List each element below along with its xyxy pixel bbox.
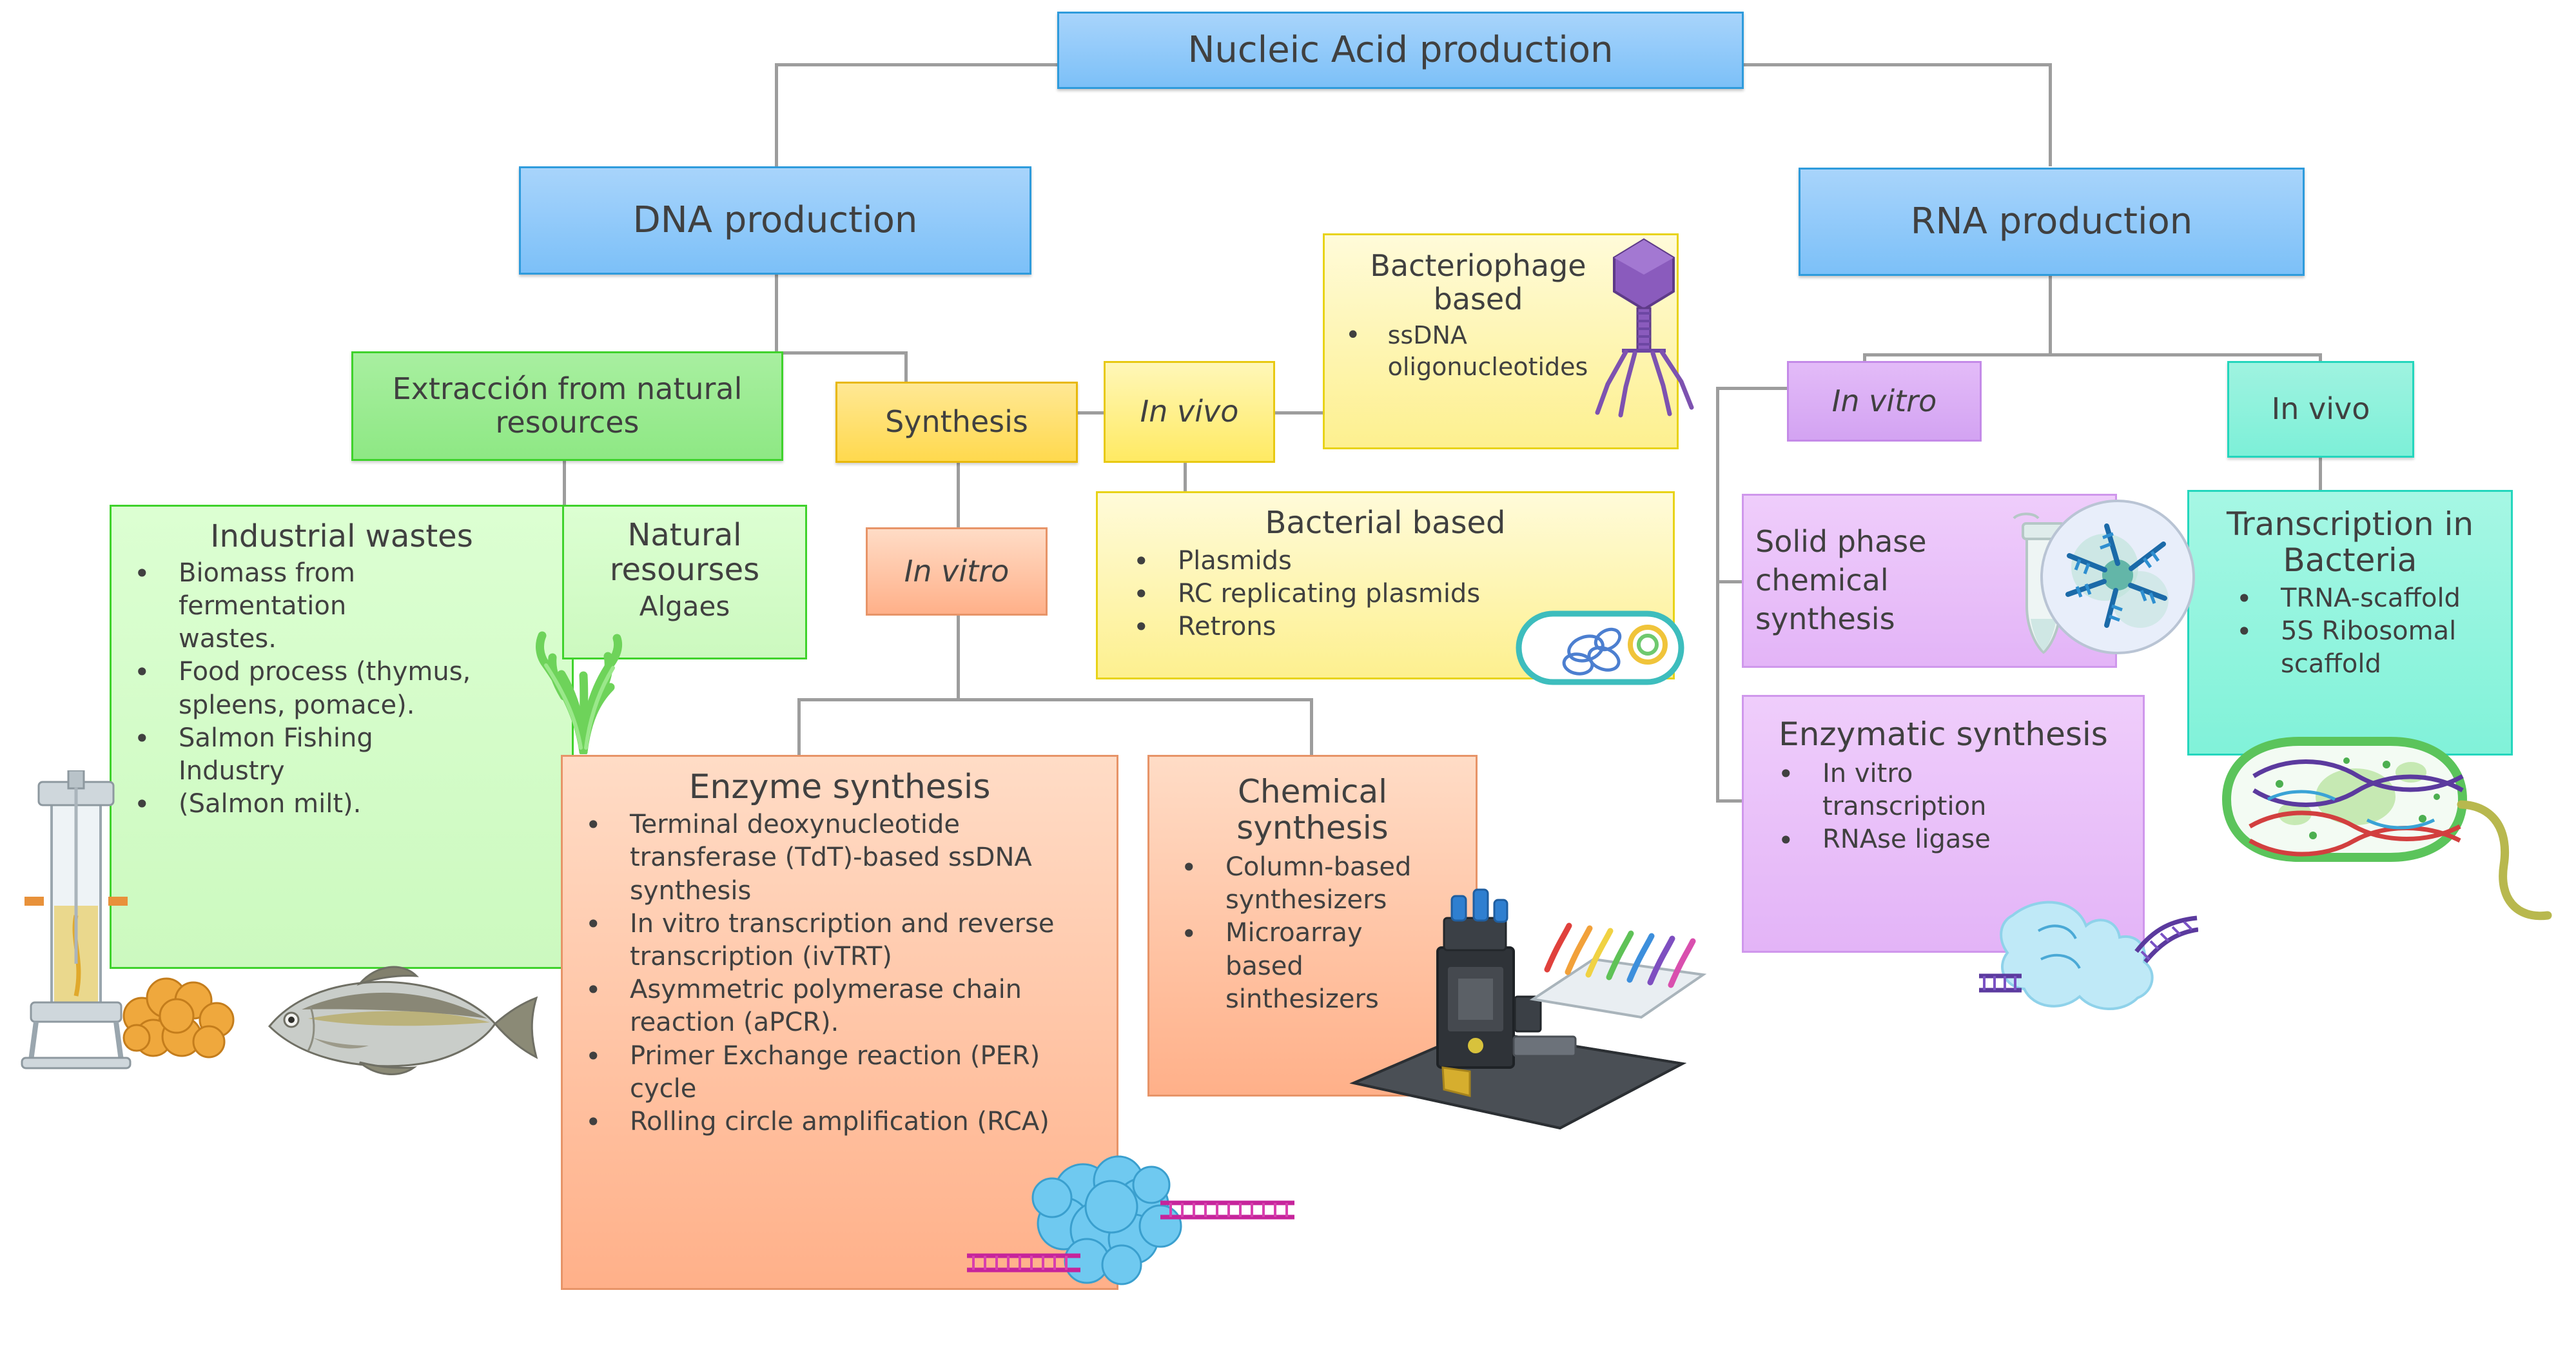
node-bullet-list: In vitro transcription RNAse ligase: [1754, 757, 2132, 857]
list-item: In vitro transcription: [1766, 757, 2132, 823]
connector-invitro-rna-left: [1716, 387, 1787, 390]
node-enzymatic-synthesis[interactable]: Enzymatic synthesis In vitro transcripti…: [1742, 695, 2145, 953]
list-item: ssDNA oligonucleotides: [1334, 319, 1668, 382]
connector-synthesis-to-invivo: [1078, 411, 1104, 415]
node-enzyme-synthesis[interactable]: Enzyme synthesis Terminal deoxynucleotid…: [561, 755, 1118, 1290]
bacterial-cell-icon: [2221, 737, 2552, 921]
list-item: 5S Ribosomal scaffold: [2224, 614, 2502, 681]
node-bacteriophage-based[interactable]: Bacteriophage based ssDNA oligonucleotid…: [1323, 233, 1679, 449]
node-bullet-list: Algaes: [572, 589, 797, 624]
node-bullet-list: Column-based synthesizers Microarray bas…: [1160, 850, 1465, 1016]
node-title: Chemical synthesis: [1236, 773, 1389, 846]
node-title: Solid phase chemical synthesis: [1755, 524, 1927, 636]
connector-bus-to-enzyme: [797, 698, 801, 755]
connector-rna-bus: [1863, 353, 2322, 356]
list-item: Terminal deoxynucleotide transferase (Td…: [573, 808, 1106, 908]
connector-rna-down: [2049, 276, 2052, 353]
node-natural-resources[interactable]: Natural resourses Algaes: [562, 505, 807, 659]
list-item: (Salmon milt).: [122, 787, 561, 822]
node-bullet-list: Terminal deoxynucleotide transferase (Td…: [573, 808, 1106, 1140]
connector-invitro-down: [957, 616, 960, 699]
list-item: RC replicating plasmids: [1121, 577, 1663, 612]
list-item: Column-based synthesizers: [1169, 850, 1465, 917]
node-title: Industrial wastes: [210, 518, 473, 554]
list-item: Salmon Fishing Industry: [122, 721, 561, 788]
node-title: In vivo: [2271, 391, 2370, 427]
connector-bus-to-synthesis: [904, 351, 908, 382]
node-title: DNA production: [632, 199, 918, 241]
node-bacterial-based[interactable]: Bacterial based Plasmids RC replicating …: [1096, 491, 1675, 679]
connector-invivo-rna-down: [2319, 458, 2322, 490]
list-item: Microarray based sinthesizers: [1169, 917, 1465, 1016]
connector-invitro-rna-vbus: [1716, 387, 1719, 803]
node-in-vivo-dna[interactable]: In vivo: [1104, 361, 1275, 463]
connector-invivo-to-bacteriophage: [1275, 411, 1323, 415]
node-title: Extracción from natural resources: [392, 371, 743, 440]
list-item: Plasmids: [1121, 544, 1663, 579]
node-industrial-wastes[interactable]: Industrial wastes Biomass from fermentat…: [110, 505, 574, 969]
list-item: Primer Exchange reaction (PER) cycle: [573, 1039, 1106, 1106]
connector-root-to-rna: [1743, 63, 2051, 66]
list-item: TRNA-scaffold: [2224, 581, 2502, 616]
node-in-vivo-rna[interactable]: In vivo: [2227, 361, 2414, 458]
node-title: Natural resourses: [609, 517, 760, 588]
node-title: Bacterial based: [1265, 505, 1506, 541]
list-item: In vitro transcription and reverse trans…: [573, 907, 1106, 973]
list-item: Rolling circle amplification (RCA): [573, 1105, 1106, 1140]
node-in-vitro-rna[interactable]: In vitro: [1787, 361, 1982, 442]
connector-dna-down: [775, 274, 778, 351]
connector-root-to-dna-drop: [775, 63, 778, 166]
node-title: Enzyme synthesis: [688, 768, 991, 806]
node-bullet-list: Biomass from fermentation wastes. Food p…: [122, 556, 561, 822]
node-synthesis[interactable]: Synthesis: [835, 382, 1078, 463]
node-title: In vivo: [1140, 394, 1239, 429]
node-transcription-in-bacteria[interactable]: Transcription in Bacteria TRNA-scaffold …: [2187, 490, 2513, 756]
list-item: Biomass from fermentation wastes.: [122, 556, 561, 656]
node-title: Nucleic Acid production: [1187, 28, 1614, 71]
connector-extraccion-down: [563, 461, 566, 535]
list-item: Algaes: [639, 590, 730, 622]
node-bullet-list: Plasmids RC replicating plasmids Retrons: [1108, 544, 1663, 645]
connector-bus-to-chemical: [1310, 698, 1313, 755]
node-title: RNA production: [1910, 200, 2193, 242]
list-item: Retrons: [1121, 610, 1663, 645]
node-title: Bacteriophage based: [1370, 248, 1586, 317]
node-title: In vitro: [904, 553, 1010, 589]
node-title: Enzymatic synthesis: [1779, 716, 2108, 753]
list-item: Asymmetric polymerase chain reaction (aP…: [573, 973, 1106, 1039]
connector-invitro-bus: [797, 698, 1313, 701]
node-title: Transcription in Bacteria: [2226, 505, 2474, 579]
node-chemical-synthesis[interactable]: Chemical synthesis Column-based synthesi…: [1147, 755, 1478, 1097]
node-bullet-list: ssDNA oligonucleotides: [1334, 319, 1668, 382]
node-solid-phase-chemical-synthesis[interactable]: Solid phase chemical synthesis: [1742, 494, 2117, 668]
node-rna-production[interactable]: RNA production: [1799, 168, 2305, 276]
node-dna-production[interactable]: DNA production: [519, 166, 1031, 275]
connector-synthesis-to-invitro: [957, 463, 960, 527]
list-item: Food process (thymus, spleens, pomace).: [122, 655, 561, 721]
node-title: Synthesis: [885, 404, 1028, 440]
biomass-cluster-icon: [122, 977, 235, 1058]
connector-invivo-to-bacterial: [1184, 463, 1187, 491]
list-item: RNAse ligase: [1766, 823, 2132, 858]
node-title: In vitro: [1831, 383, 1937, 418]
microarray-plate-icon: [1529, 922, 1707, 1019]
node-in-vitro-dna[interactable]: In vitro: [866, 527, 1048, 616]
node-extraccion-from-natural-resources[interactable]: Extracción from natural resources: [351, 351, 783, 461]
connector-root-to-dna: [775, 63, 1059, 66]
connector-root-to-rna-drop: [2049, 63, 2052, 166]
node-bullet-list: TRNA-scaffold 5S Ribosomal scaffold: [2198, 581, 2502, 681]
node-nucleic-acid-production[interactable]: Nucleic Acid production: [1057, 12, 1744, 89]
